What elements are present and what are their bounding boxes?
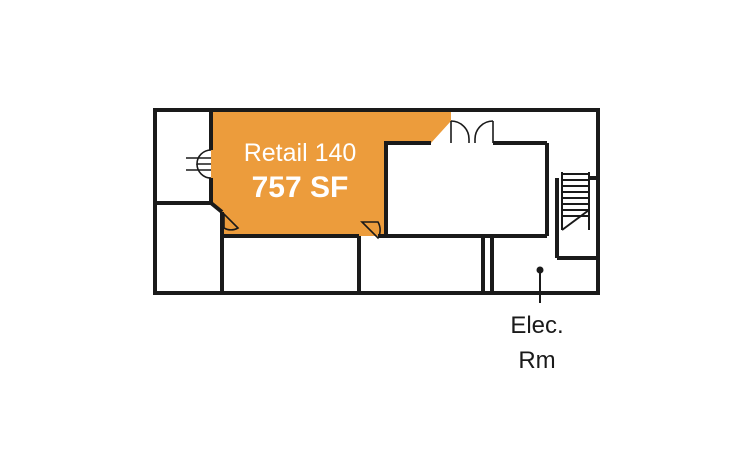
double-door-top [450, 120, 494, 143]
retail-area-label: 757 SF [252, 171, 349, 204]
stairs [561, 172, 590, 231]
door-retail-lower-left [223, 212, 240, 231]
elec-room-label-line2: Rm [518, 347, 555, 374]
interior-walls [155, 110, 598, 293]
retail-name-label: Retail 140 [244, 139, 357, 167]
elec-room-marker [536, 266, 544, 303]
door-retail-lower-right [360, 221, 381, 240]
elec-room-label-line1: Elec. [510, 312, 563, 339]
door-left-stair [186, 149, 212, 179]
